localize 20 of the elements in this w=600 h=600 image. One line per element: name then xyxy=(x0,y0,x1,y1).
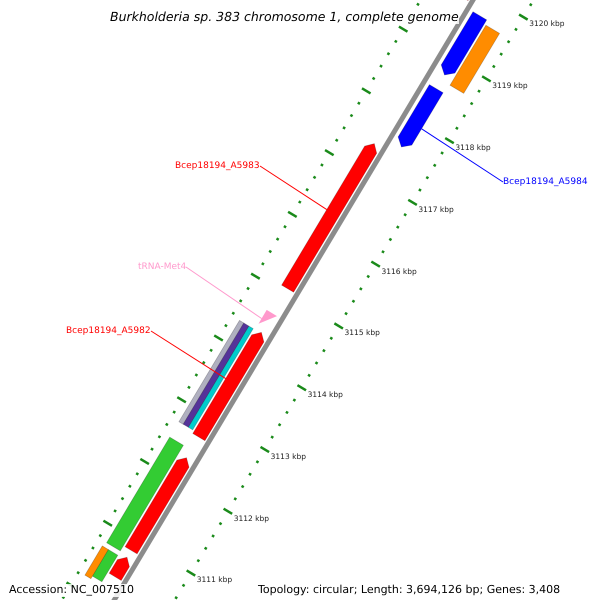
accession-text: Accession: NC_007510 xyxy=(9,584,134,597)
leader-line xyxy=(421,128,504,182)
gene-label: Bcep18194_A5984 xyxy=(503,177,588,188)
gene-label: tRNA-Met4 xyxy=(138,262,186,272)
gene-label: Bcep18194_A5982 xyxy=(66,326,151,336)
leader-line xyxy=(150,330,226,380)
gene-feature xyxy=(108,556,130,581)
gene-label: Bcep18194_A5983 xyxy=(175,161,260,172)
gene-feature xyxy=(106,436,184,552)
gene-feature xyxy=(124,457,190,554)
title: Burkholderia sp. 383 chromosome 1, complete genome xyxy=(110,10,459,24)
gene-feature xyxy=(192,332,264,442)
gene-feature xyxy=(92,549,118,582)
leader-line xyxy=(186,266,262,320)
trna-marker xyxy=(258,310,277,324)
gene-feature xyxy=(84,545,109,580)
gene-feature xyxy=(398,84,444,148)
leader-line xyxy=(260,166,328,210)
gene-feature xyxy=(281,143,378,293)
genome-info-text: Topology: circular; Length: 3,694,126 bp; Genes: 3,408 xyxy=(258,584,560,597)
